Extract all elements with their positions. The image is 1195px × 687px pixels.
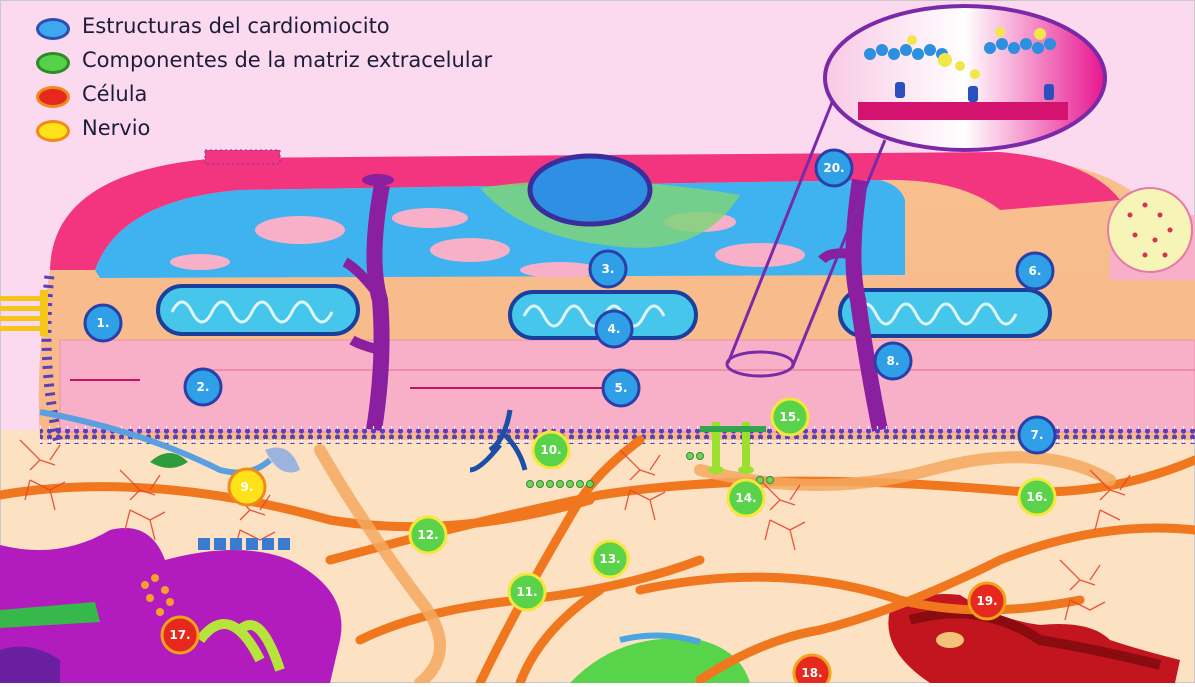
legend-swatch-blue (36, 18, 70, 40)
t-tubule (374, 185, 382, 430)
legend-label: Nervio (82, 116, 150, 140)
marker-4: 4. (596, 311, 632, 347)
marker-label: 13. (599, 552, 620, 566)
marker-19: 19. (969, 583, 1005, 619)
marker-label: 16. (1026, 490, 1047, 504)
marker-1: 1. (85, 305, 121, 341)
marker-13: 13. (592, 541, 628, 577)
marker-6: 6. (1017, 253, 1053, 289)
marker-label: 19. (976, 594, 997, 608)
marker-9: 9. (229, 469, 265, 505)
marker-label: 2. (197, 380, 210, 394)
marker-15: 15. (772, 399, 808, 435)
marker-label: 4. (608, 322, 621, 336)
marker-label: 9. (241, 480, 254, 494)
legend-swatch-green (36, 52, 70, 74)
marker-5: 5. (603, 370, 639, 406)
marker-label: 15. (779, 410, 800, 424)
marker-16: 16. (1019, 479, 1055, 515)
marker-label: 5. (615, 381, 628, 395)
marker-label: 12. (417, 528, 438, 542)
legend-label: Estructuras del cardiomiocito (82, 14, 390, 38)
cardiomyocyte (0, 152, 1195, 444)
marker-label: 3. (602, 262, 615, 276)
legend-swatch-yellow (36, 120, 70, 142)
marker-7: 7. (1019, 417, 1055, 453)
marker-label: 6. (1029, 264, 1042, 278)
marker-17: 17. (162, 617, 198, 653)
legend-label: Componentes de la matriz extracelular (82, 48, 492, 72)
marker-12: 12. (410, 517, 446, 553)
marker-8: 8. (875, 343, 911, 379)
marker-label: 10. (540, 443, 561, 457)
marker-18: 18. (794, 655, 830, 683)
marker-label: 14. (735, 491, 756, 505)
marker-11: 11. (509, 574, 545, 610)
fiber-end (1108, 188, 1192, 272)
marker-label: 11. (516, 585, 537, 599)
marker-label: 7. (1031, 428, 1044, 442)
marker-label: 1. (97, 316, 110, 330)
legend-swatch-red (36, 86, 70, 108)
small-vesicles (205, 150, 280, 164)
marker-label: 8. (887, 354, 900, 368)
marker-10: 10. (533, 432, 569, 468)
marker-2: 2. (185, 369, 221, 405)
marker-20: 20. (816, 150, 852, 186)
marker-label: 17. (169, 628, 190, 642)
marker-3: 3. (590, 251, 626, 287)
marker-14: 14. (728, 480, 764, 516)
nucleus (530, 156, 650, 224)
marker-label: 18. (801, 666, 822, 680)
legend-label: Célula (82, 82, 147, 106)
marker-label: 20. (823, 161, 844, 175)
